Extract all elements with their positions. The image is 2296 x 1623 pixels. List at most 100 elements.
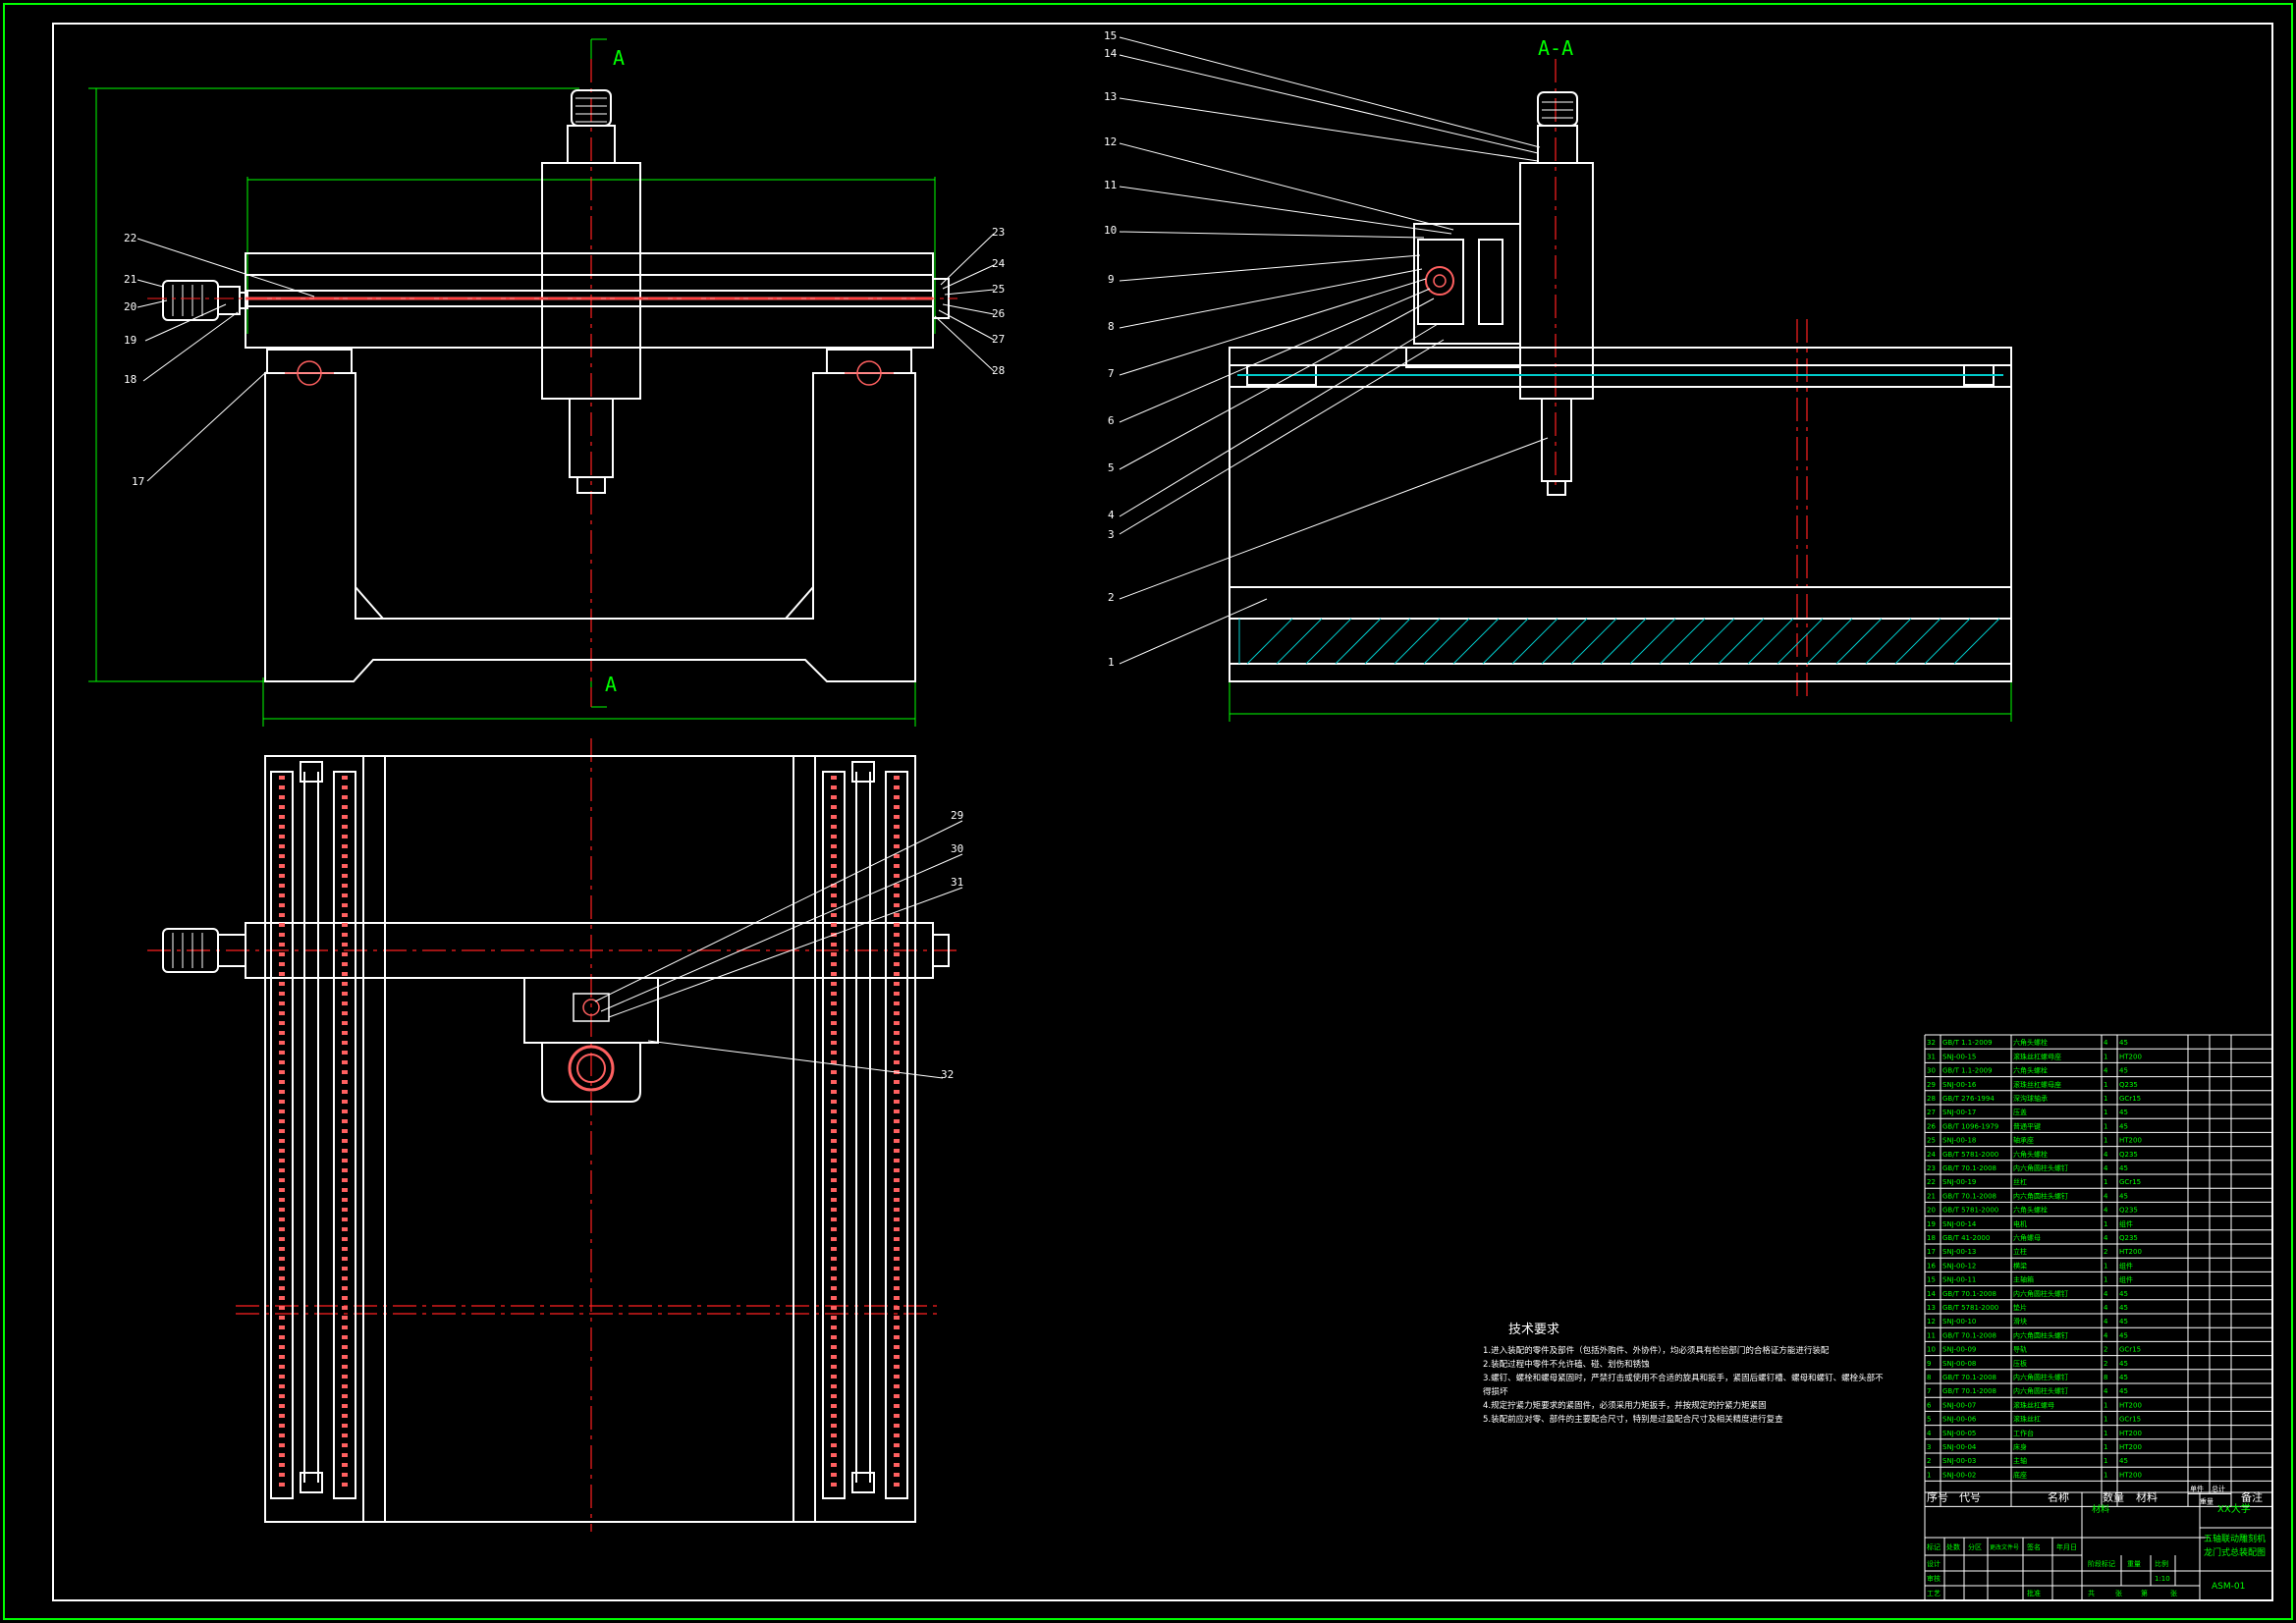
bom-header-cell: 备注 (2241, 1489, 2263, 1503)
bom-cell: 4 (2104, 1039, 2108, 1047)
bom-cell: 普通平键 (2013, 1121, 2041, 1130)
bom-cell: Q235 (2119, 1234, 2138, 1242)
bom-cell: 4 (2104, 1151, 2108, 1159)
callout-28: 28 (992, 364, 1005, 377)
bom-cell: 45 (2119, 1164, 2128, 1172)
bom-cell: 内六角圆柱头螺钉 (2013, 1289, 2068, 1298)
bom-cell: GB/T 70.1-2008 (1942, 1164, 1996, 1172)
bom-cell: 4 (2104, 1164, 2108, 1172)
bom-cell: HT200 (2119, 1137, 2142, 1145)
bom-cell: HT200 (2119, 1430, 2142, 1437)
bom-cell: 13 (1927, 1304, 1936, 1312)
section-callouts: 15 14 13 12 11 10 9 8 7 6 5 4 3 2 1 (1104, 29, 1118, 669)
bom-cell: GCr15 (2119, 1095, 2141, 1103)
bom-cell: 9 (1927, 1360, 1931, 1368)
bom-cell: 3 (1927, 1443, 1931, 1451)
bom-cell: 1 (2104, 1178, 2107, 1186)
callout-23: 23 (992, 226, 1005, 239)
section-hatch (1238, 618, 2000, 665)
bom-cell: 4 (2104, 1331, 2108, 1339)
callout-6: 6 (1108, 414, 1115, 427)
bom-cell: SNJ-00-12 (1942, 1262, 1976, 1270)
bom-cell: GB/T 70.1-2008 (1942, 1331, 1996, 1339)
bom-cell: 8 (1927, 1374, 1931, 1381)
tb-field-4: 更改文件号 (1990, 1543, 2019, 1551)
top-outline (162, 755, 950, 1523)
bom-cell: 六角头螺栓 (2013, 1206, 2048, 1215)
callout-7: 7 (1108, 367, 1115, 380)
bom-cell: 22 (1927, 1178, 1936, 1186)
bom-cell: GB/T 5781-2000 (1942, 1151, 1998, 1159)
bom-cell: Q235 (2119, 1081, 2138, 1089)
tech-line-1: 1.进入装配的零件及部件（包括外购件、外协件），均必须具有检验部门的合格证方能进… (1483, 1345, 1830, 1356)
callout-21: 21 (124, 273, 137, 286)
sheet-border (3, 3, 2293, 1620)
tech-line-5: 4.规定拧紧力矩要求的紧固件，必须采用力矩扳手，并按规定的拧紧力矩紧固 (1483, 1400, 1767, 1411)
bom-cell: 2 (2104, 1346, 2107, 1354)
bom-cell: 45 (2119, 1387, 2128, 1395)
callout-25: 25 (992, 283, 1005, 296)
callout-29: 29 (951, 809, 963, 822)
tech-line-6: 5.装配前应对零、部件的主要配合尺寸，特别是过盈配合尺寸及相关精度进行复查 (1483, 1414, 1783, 1425)
title-block: 材料 XX大学 五轴联动雕刻机 龙门式总装配图 ASM-01 阶段标记 重量 比… (1924, 1491, 2273, 1601)
bom-cell: 深沟球轴承 (2013, 1094, 2048, 1103)
bom-cell: 4 (2104, 1290, 2108, 1298)
bom-cell: 1 (2104, 1457, 2107, 1465)
bom-cell: 1 (2104, 1095, 2107, 1103)
bom-cell: 电机 (2013, 1219, 2027, 1228)
bom-cell: 45 (2119, 1360, 2128, 1368)
front-motor-fins (172, 97, 607, 316)
bom-cell: 4 (2104, 1192, 2108, 1200)
bom-cell: 16 (1927, 1262, 1936, 1270)
bom-header-cell: 序号 (1927, 1489, 1948, 1503)
bom-cell: 29 (1927, 1081, 1936, 1089)
bom-cell: GB/T 70.1-2008 (1942, 1192, 1996, 1200)
bom-cell: 45 (2119, 1290, 2128, 1298)
bom-cell: 23 (1927, 1164, 1936, 1172)
bom-cell: 18 (1927, 1234, 1936, 1242)
bom-cell: 25 (1927, 1137, 1936, 1145)
bom-cell: 20 (1927, 1207, 1936, 1215)
bom-cell: 滚珠丝杠螺母座 (2013, 1080, 2061, 1089)
bom-cell: 45 (2119, 1122, 2128, 1130)
bom-cell: 压板 (2013, 1359, 2027, 1368)
bom-cell: 内六角圆柱头螺钉 (2013, 1373, 2068, 1381)
bom-cell: 2 (2104, 1360, 2107, 1368)
bom-cell: 1 (2104, 1443, 2107, 1451)
section-leaders (1119, 36, 1549, 665)
bom-cell: 27 (1927, 1109, 1936, 1116)
bom-cell: 1 (2104, 1416, 2107, 1424)
tb-field-1: 标记 (1927, 1542, 1941, 1551)
bom-cell: 4 (2104, 1234, 2108, 1242)
bom-cell: 45 (2119, 1457, 2128, 1465)
tb-weight-label: 重量 (2127, 1560, 2141, 1568)
bom-cell: 10 (1927, 1346, 1936, 1354)
bom-cell: 六角头螺栓 (2013, 1150, 2048, 1159)
bom-cell: 1 (2104, 1220, 2107, 1228)
bom-cell: SNJ-00-07 (1942, 1401, 1976, 1409)
callout-12: 12 (1104, 135, 1117, 148)
bom-cell: GB/T 1096-1979 (1942, 1122, 1998, 1130)
tb-sheet-2: 张 (2115, 1589, 2122, 1597)
bom-cell: 32 (1927, 1039, 1936, 1047)
bom-cell: 床身 (2013, 1442, 2027, 1451)
bom-cell: 组件 (2119, 1219, 2133, 1228)
bom-cell: SNJ-00-18 (1942, 1137, 1976, 1145)
bom-weight-header: 总计 (2212, 1484, 2225, 1492)
bom-cell: HT200 (2119, 1443, 2142, 1451)
bom-header-cell: 数量 (2103, 1490, 2124, 1503)
top-view: 29 30 31 32 (147, 738, 963, 1532)
bom-cell: SNJ-00-17 (1942, 1109, 1976, 1116)
bom-cell: 主轴箱 (2013, 1275, 2034, 1284)
front-callouts: 22 21 20 19 18 17 23 24 25 26 27 28 (124, 226, 1006, 488)
bom-cell: SNJ-00-02 (1942, 1471, 1976, 1479)
callout-15: 15 (1104, 29, 1117, 42)
front-view: A A (88, 38, 1006, 727)
bom-cell: GB/T 70.1-2008 (1942, 1387, 1996, 1395)
bom-cell: SNJ-00-19 (1942, 1178, 1976, 1186)
bom-cell: SNJ-00-04 (1942, 1443, 1977, 1451)
bom-cell: 11 (1927, 1331, 1936, 1339)
bom-cell: 19 (1927, 1220, 1936, 1228)
bom-cell: 24 (1927, 1151, 1936, 1159)
bom-cell: SNJ-00-09 (1942, 1346, 1976, 1354)
